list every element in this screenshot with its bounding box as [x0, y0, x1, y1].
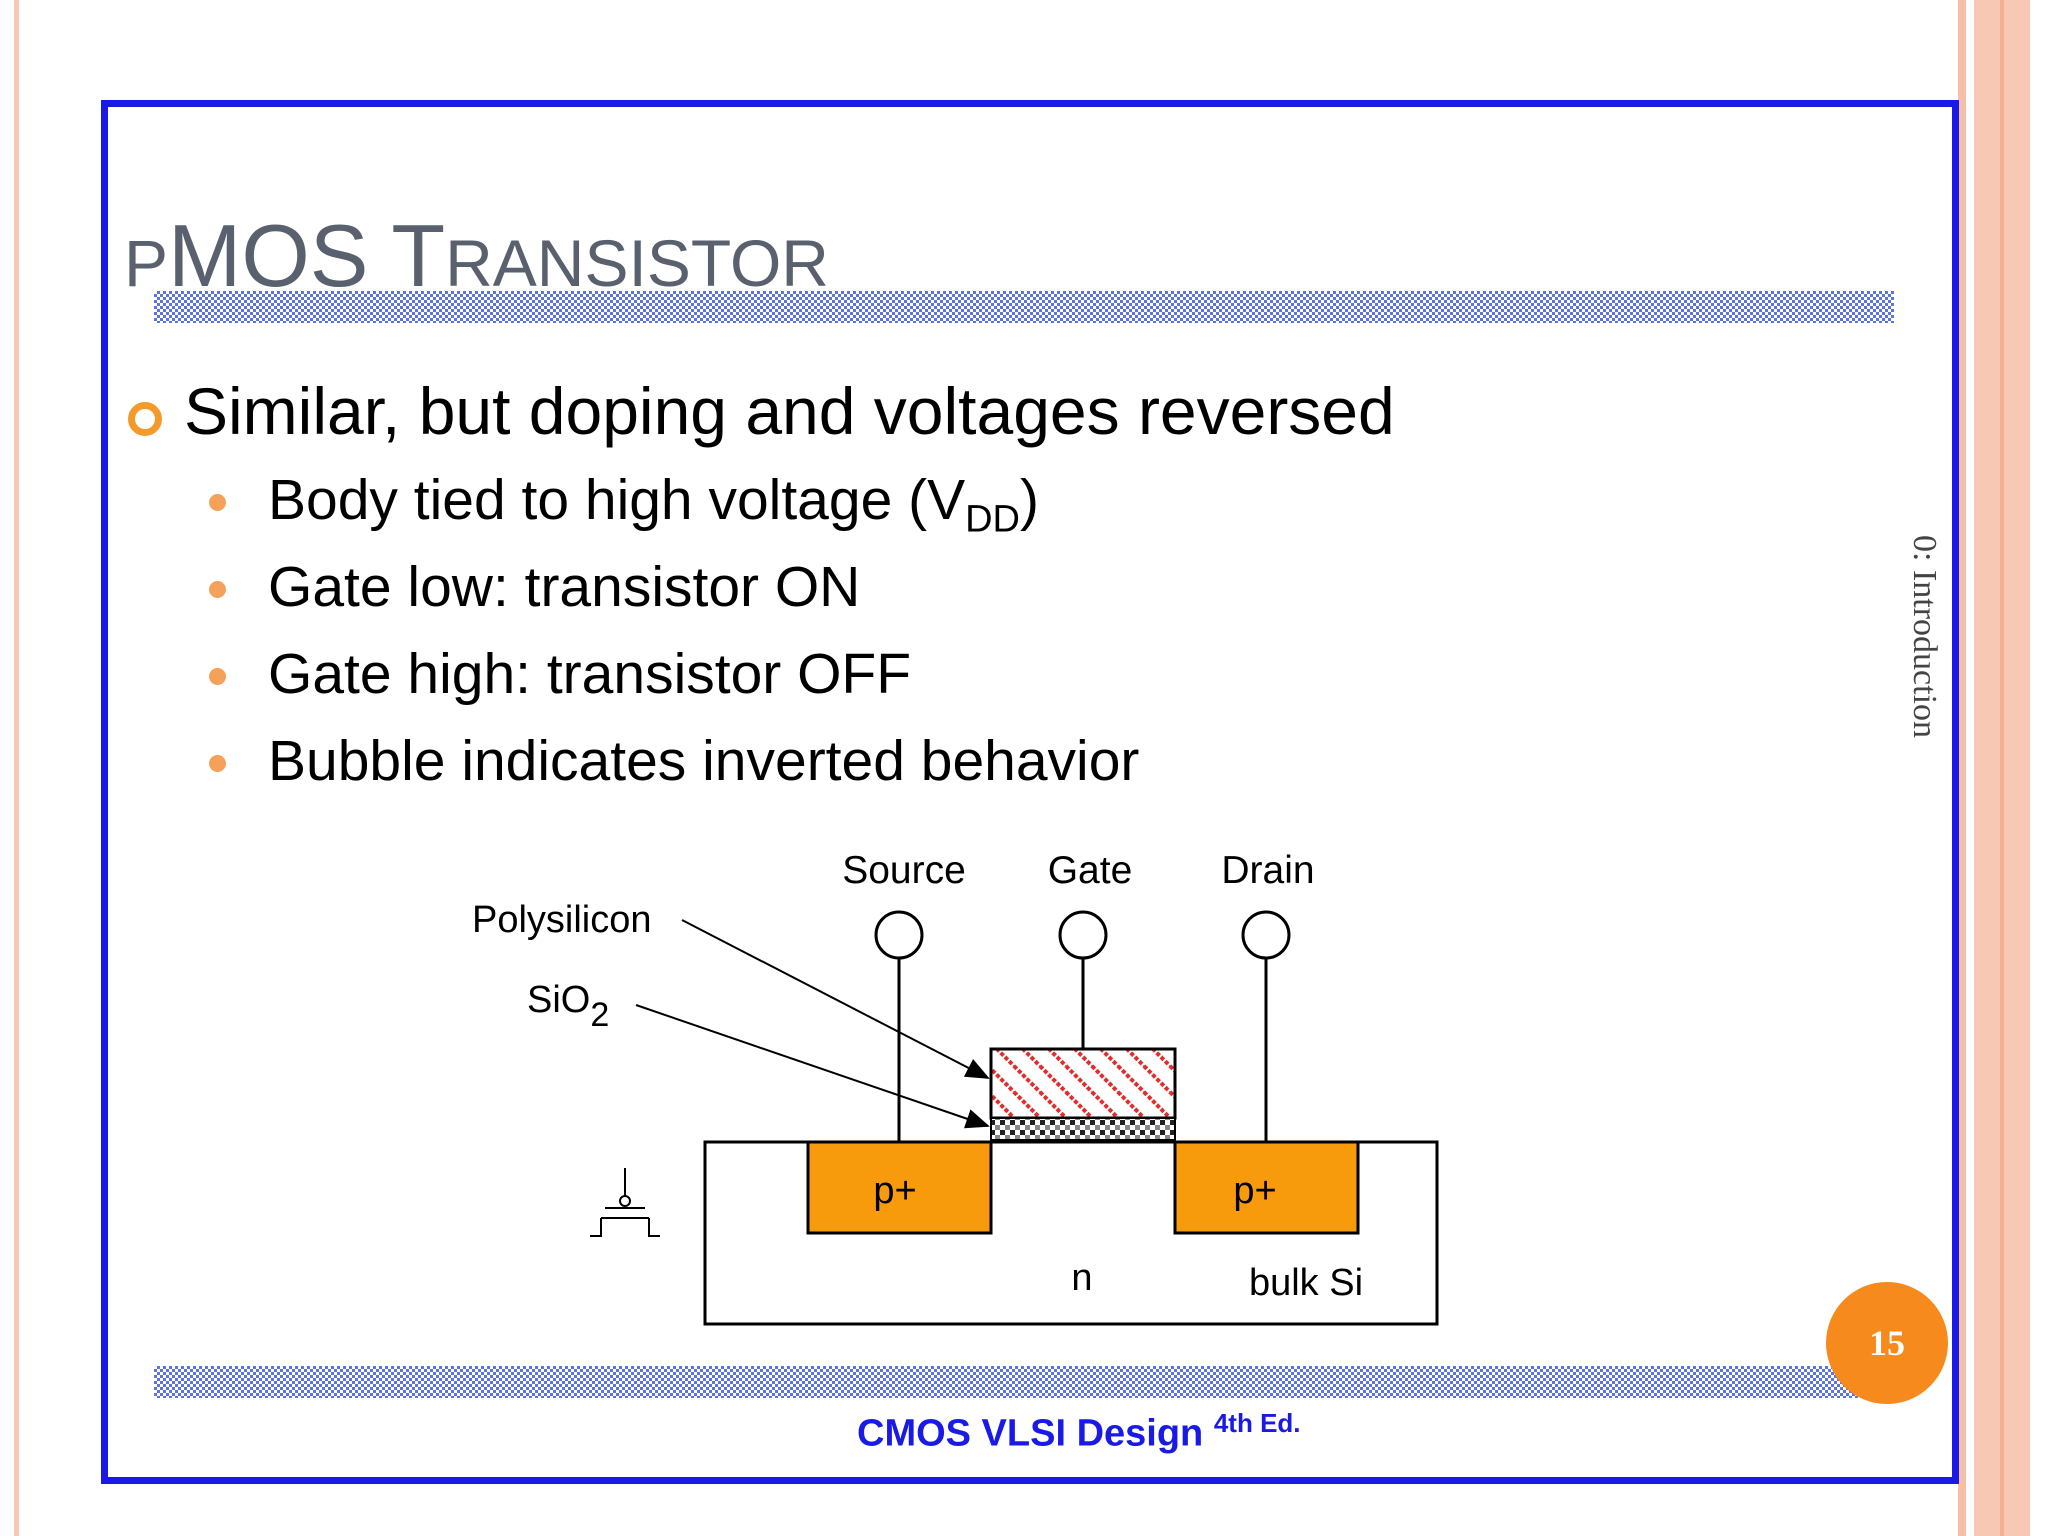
- dot-bullet-icon: [209, 755, 226, 772]
- dot-bullet-icon: [209, 494, 226, 511]
- page-number: 15: [1869, 1323, 1905, 1363]
- sub-bullet-gate-low: Gate low: transistor ON: [268, 555, 861, 619]
- sub-bullet-text: Body tied to high voltage (V: [268, 468, 966, 532]
- sub-bullet-bubble: Bubble indicates inverted behavior: [268, 729, 1140, 793]
- main-bullet: Similar, but doping and voltages reverse…: [184, 374, 1395, 448]
- side-stripe-line: [2000, 0, 2004, 1536]
- side-stripe-thin: [1958, 0, 1966, 1536]
- title-rest: RANSISTOR: [445, 226, 829, 300]
- footer-divider: [154, 1366, 1894, 1398]
- sub-bullet-gate-high: Gate high: transistor OFF: [268, 642, 912, 706]
- title-prefix: P: [124, 226, 169, 300]
- title-t: T: [368, 206, 446, 305]
- sub-bullet-suffix: ): [1020, 468, 1039, 532]
- footer-text: CMOS VLSI Design: [857, 1412, 1204, 1455]
- title-divider: [154, 291, 1894, 323]
- ring-bullet-icon: [128, 402, 162, 436]
- side-label: 0: Introduction: [1906, 535, 1943, 739]
- sub-bullet-subscript: DD: [965, 498, 1020, 541]
- dot-bullet-icon: [209, 581, 226, 598]
- left-stripe: [14, 0, 19, 1536]
- sub-bullet-body: Body tied to high voltage (VDD): [268, 468, 1039, 542]
- dot-bullet-icon: [209, 668, 226, 685]
- title-mos: MOS: [168, 206, 369, 305]
- slide-title: PMOS TRANSISTOR: [124, 212, 829, 300]
- footer-title: CMOS VLSI Design 4th Ed.: [857, 1408, 1301, 1456]
- page-number-badge: 15: [1826, 1282, 1948, 1404]
- footer-edition: 4th Ed.: [1213, 1408, 1301, 1438]
